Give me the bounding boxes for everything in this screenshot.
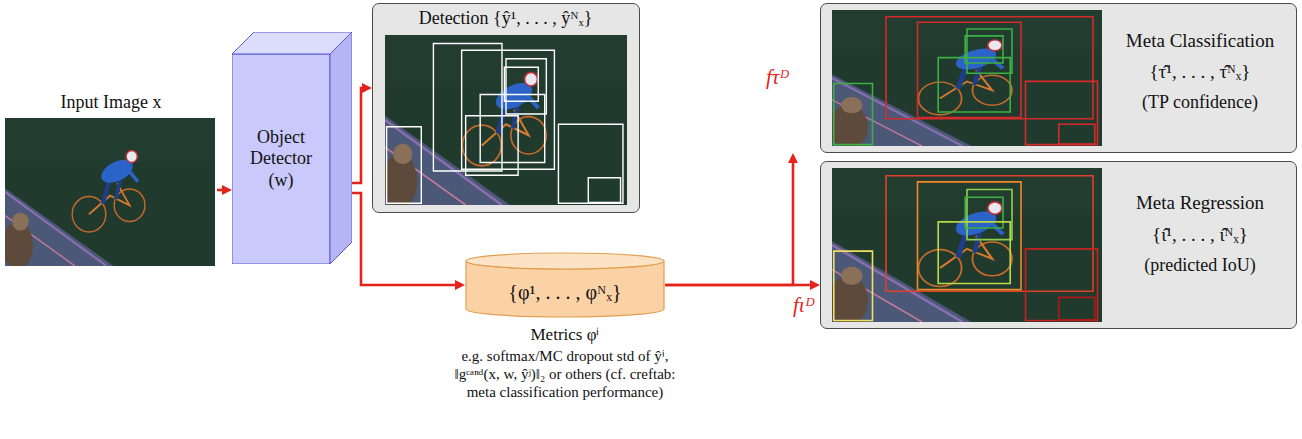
connector-line	[665, 161, 793, 285]
metrics-heading: Metrics φⁱ	[440, 325, 690, 345]
regression-photo-part-part	[1026, 249, 1098, 321]
classification-photo-part-part	[834, 83, 873, 144]
arrow-head	[455, 280, 465, 290]
connector-line	[352, 88, 364, 183]
classification-photo-part-part	[1059, 124, 1095, 144]
flow-arrow	[665, 280, 820, 290]
detection-photo-part-part	[588, 178, 620, 203]
detection-photo-part	[385, 35, 627, 205]
detection-photo-part-part	[433, 44, 502, 172]
detection-photo-part-part	[466, 116, 518, 176]
detection-photo-part-part	[462, 50, 555, 169]
regression-photo-part-part	[965, 197, 1003, 228]
detector-label: Object Detector (w)	[232, 54, 330, 264]
regression-photo-part	[832, 168, 1102, 322]
classification-photo-part-part	[938, 58, 1010, 112]
output-set: {ι̂¹, . . . , ι̂ᴺₓ}	[1107, 224, 1293, 247]
input-photo-part	[5, 118, 215, 266]
classification-photo	[832, 10, 1102, 146]
metrics-note: e.g. softmax/MC dropout std of ŷⁱ, ‖gᶜᵃⁿ…	[440, 347, 690, 401]
detector-box: Object Detector (w)	[232, 32, 352, 264]
function-label: fιᴰ	[791, 294, 817, 317]
classification-photo-part-part	[1026, 81, 1098, 144]
output-note: (predicted IoU)	[1107, 255, 1293, 277]
detector-cube-part	[232, 54, 330, 264]
detection-photo-part-part	[504, 67, 538, 101]
metrics-store: {φ¹, . . . , φᴺₓ}Metrics φⁱe.g. softmax/…	[465, 252, 665, 318]
detection-panel: Detection {ŷ¹, . . . , ŷᴺₓ}	[372, 3, 640, 213]
function-label: fτᴰ	[764, 66, 791, 89]
regression-photo-part-part	[886, 176, 1093, 292]
classification-photo-part	[832, 10, 1102, 146]
regression-photo-part-part	[918, 182, 1022, 290]
flow-arrow	[352, 83, 372, 183]
flow-arrow	[665, 153, 798, 285]
metrics-set: {φ¹, . . . , φᴺₓ}	[465, 268, 665, 316]
classification-photo-part-part	[886, 17, 1093, 119]
classification-photo-part-part	[918, 22, 1022, 117]
panel-title: Meta Regression	[1107, 192, 1293, 215]
arrow-head	[810, 280, 820, 290]
regression-photo-part-part	[834, 251, 873, 320]
input-label: Input Image x	[5, 92, 217, 114]
regression-photo	[832, 168, 1102, 322]
detection-photo-part-part	[558, 124, 623, 203]
metrics-cylinder-part	[466, 253, 664, 269]
output-set: {τ̂¹, . . . , τ̂ᴺₓ}	[1107, 61, 1293, 84]
input-image: Input Image x	[5, 90, 217, 268]
arrow-head	[222, 185, 232, 195]
connector-line	[665, 284, 812, 287]
panel-title: Detection {ŷ¹, . . . , ŷᴺₓ}	[373, 8, 638, 30]
classification-panel: Meta Classification {τ̂¹, . . . , τ̂ᴺₓ} (T…	[820, 3, 1297, 153]
detection-photo-part-part	[480, 95, 545, 163]
detection-photo-part-part	[387, 127, 422, 204]
panel-title: Meta Classification	[1107, 30, 1293, 53]
regression-photo-part	[834, 176, 1098, 321]
detection-photo-part	[387, 44, 623, 204]
classification-photo-part-part	[965, 36, 1003, 63]
regression-panel: Meta Regression {ι̂¹, . . . , ι̂ᴺₓ} (predi…	[820, 161, 1297, 329]
input-photo	[5, 118, 215, 266]
regression-photo-part-part	[1059, 297, 1095, 319]
classification-photo-part	[834, 17, 1098, 145]
detector-cube-part	[330, 32, 352, 264]
output-note: (TP confidence)	[1107, 92, 1293, 114]
arrow-head	[362, 83, 372, 93]
detection-photo	[385, 35, 627, 205]
arrow-head	[788, 153, 798, 163]
regression-photo-part-part	[938, 222, 1010, 284]
flow-arrow	[217, 185, 232, 195]
detector-cube	[232, 32, 352, 264]
